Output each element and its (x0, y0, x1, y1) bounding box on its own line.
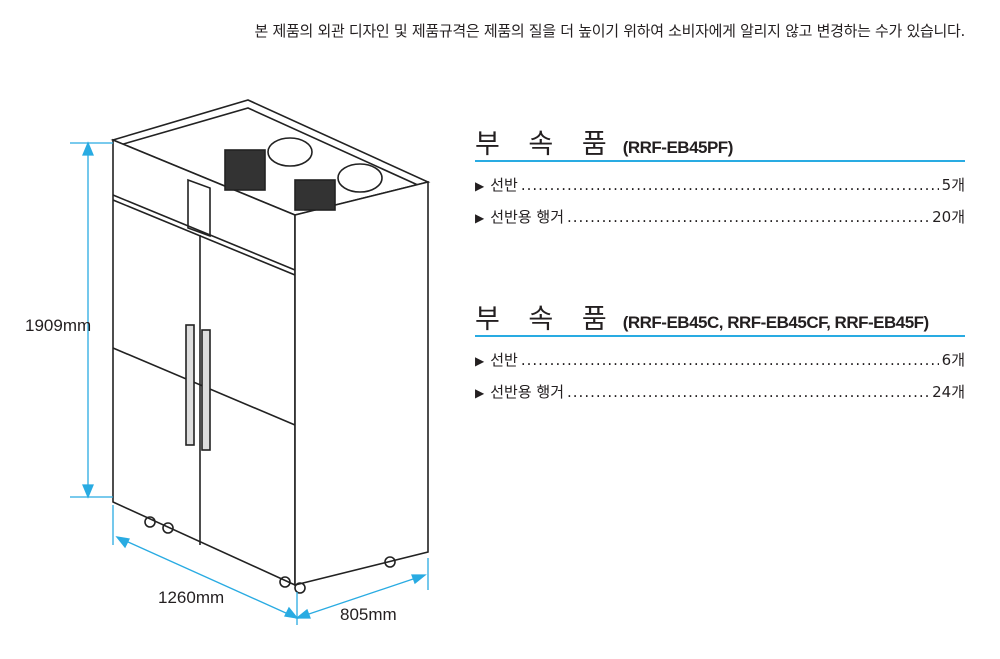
bullet-triangle-icon: ▶ (475, 386, 485, 400)
item-qty: 6개 (941, 351, 965, 369)
list-item: ▶ 선반용 행거 20개 (475, 206, 965, 226)
item-qty: 24개 (932, 383, 965, 401)
leader-dots (521, 351, 939, 369)
leader-dots (521, 176, 939, 194)
bullet-triangle-icon: ▶ (475, 211, 485, 225)
item-qty: 5개 (941, 176, 965, 194)
depth-dimension: 805mm (340, 605, 397, 624)
section-title: 부 속 품 (475, 129, 617, 160)
bullet-triangle-icon: ▶ (475, 354, 485, 368)
accessories-section-2: 부 속 품 (RRF-EB45C, RRF-EB45CF, RRF-EB45F)… (475, 297, 965, 401)
item-qty: 20개 (932, 208, 965, 226)
leader-dots (567, 383, 929, 401)
notice-text: 본 제품의 외관 디자인 및 제품규격은 제품의 질을 더 높이기 위하여 소비… (254, 22, 966, 40)
dimension-lines (70, 141, 429, 625)
leader-dots (567, 208, 929, 226)
refrigerator-outline (110, 99, 431, 594)
width-dimension: 1260mm (158, 588, 225, 607)
list-item: ▶ 선반용 행거 24개 (475, 381, 965, 401)
item-name: 선반용 행거 (490, 383, 565, 401)
section-models: (RRF-EB45PF) (622, 138, 734, 157)
section-models: (RRF-EB45C, RRF-EB45CF, RRF-EB45F) (622, 313, 930, 332)
height-dimension: 1909mm (25, 316, 92, 335)
section-title: 부 속 품 (475, 304, 617, 335)
accessories-section-1: 부 속 품 (RRF-EB45PF) ▶ 선반 5개 ▶ 선반용 행거 20개 (475, 122, 965, 226)
bullet-triangle-icon: ▶ (475, 179, 485, 193)
item-name: 선반 (490, 176, 518, 194)
item-name: 선반용 행거 (490, 208, 565, 226)
list-item: ▶ 선반 5개 (475, 174, 965, 194)
item-name: 선반 (490, 351, 518, 369)
list-item: ▶ 선반 6개 (475, 349, 965, 369)
